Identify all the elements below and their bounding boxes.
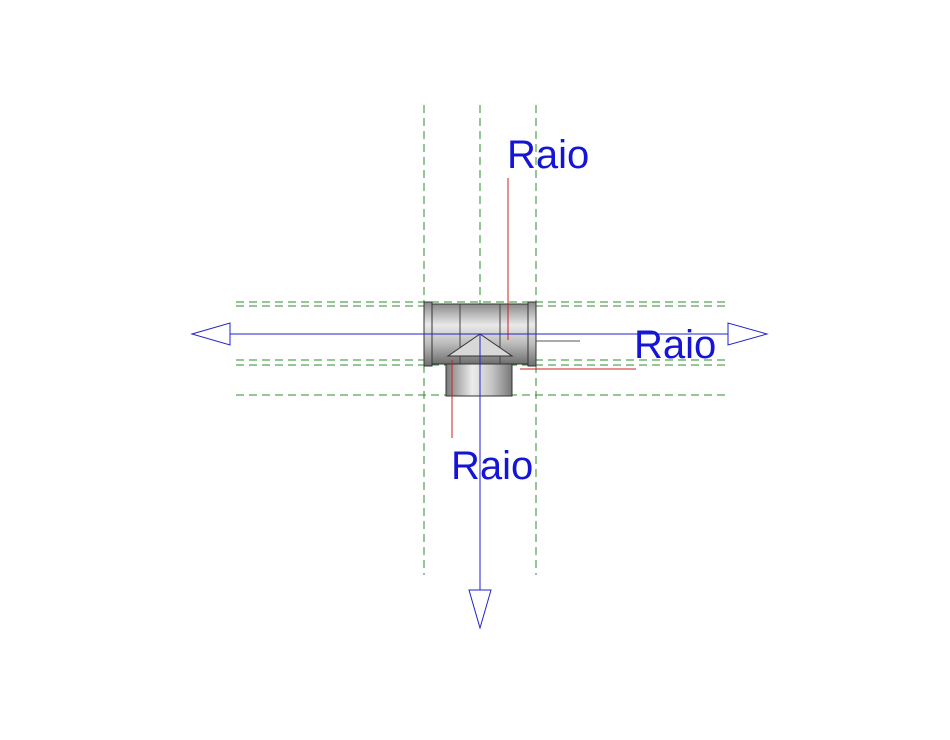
radius-dimension-lines	[451, 178, 636, 438]
hollow-arrow-left-icon[interactable]	[190, 322, 231, 346]
label-raio-right[interactable]: Raio	[634, 323, 716, 367]
label-raio-top[interactable]: Raio	[507, 133, 589, 177]
hollow-arrow-down-icon[interactable]	[468, 589, 492, 630]
hollow-arrow-right-icon[interactable]	[727, 322, 769, 346]
connector-axes	[190, 322, 769, 630]
label-raio-bottom[interactable]: Raio	[451, 444, 533, 488]
